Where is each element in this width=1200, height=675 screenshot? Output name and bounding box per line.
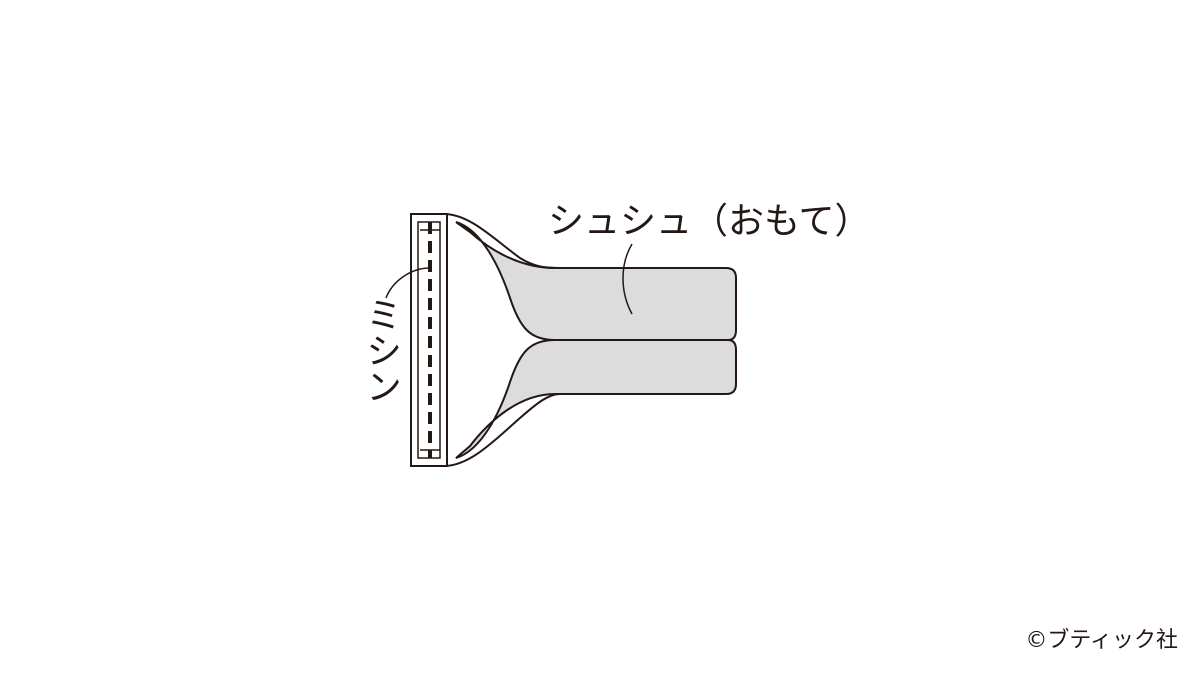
fabric-outer-edge-top [443, 213, 561, 269]
fabric-lower-flap [455, 339, 737, 459]
machine-stitch-label: ミシン [360, 296, 401, 404]
fabric-outer-edge-bottom [443, 393, 561, 467]
scrunchie-leader-line [622, 243, 633, 315]
stitch-leader-line [385, 267, 431, 299]
scrunchie-right-side-label: シュシュ（おもて） [548, 201, 871, 242]
copyright-credit: ©ブティック社 [1025, 628, 1178, 653]
